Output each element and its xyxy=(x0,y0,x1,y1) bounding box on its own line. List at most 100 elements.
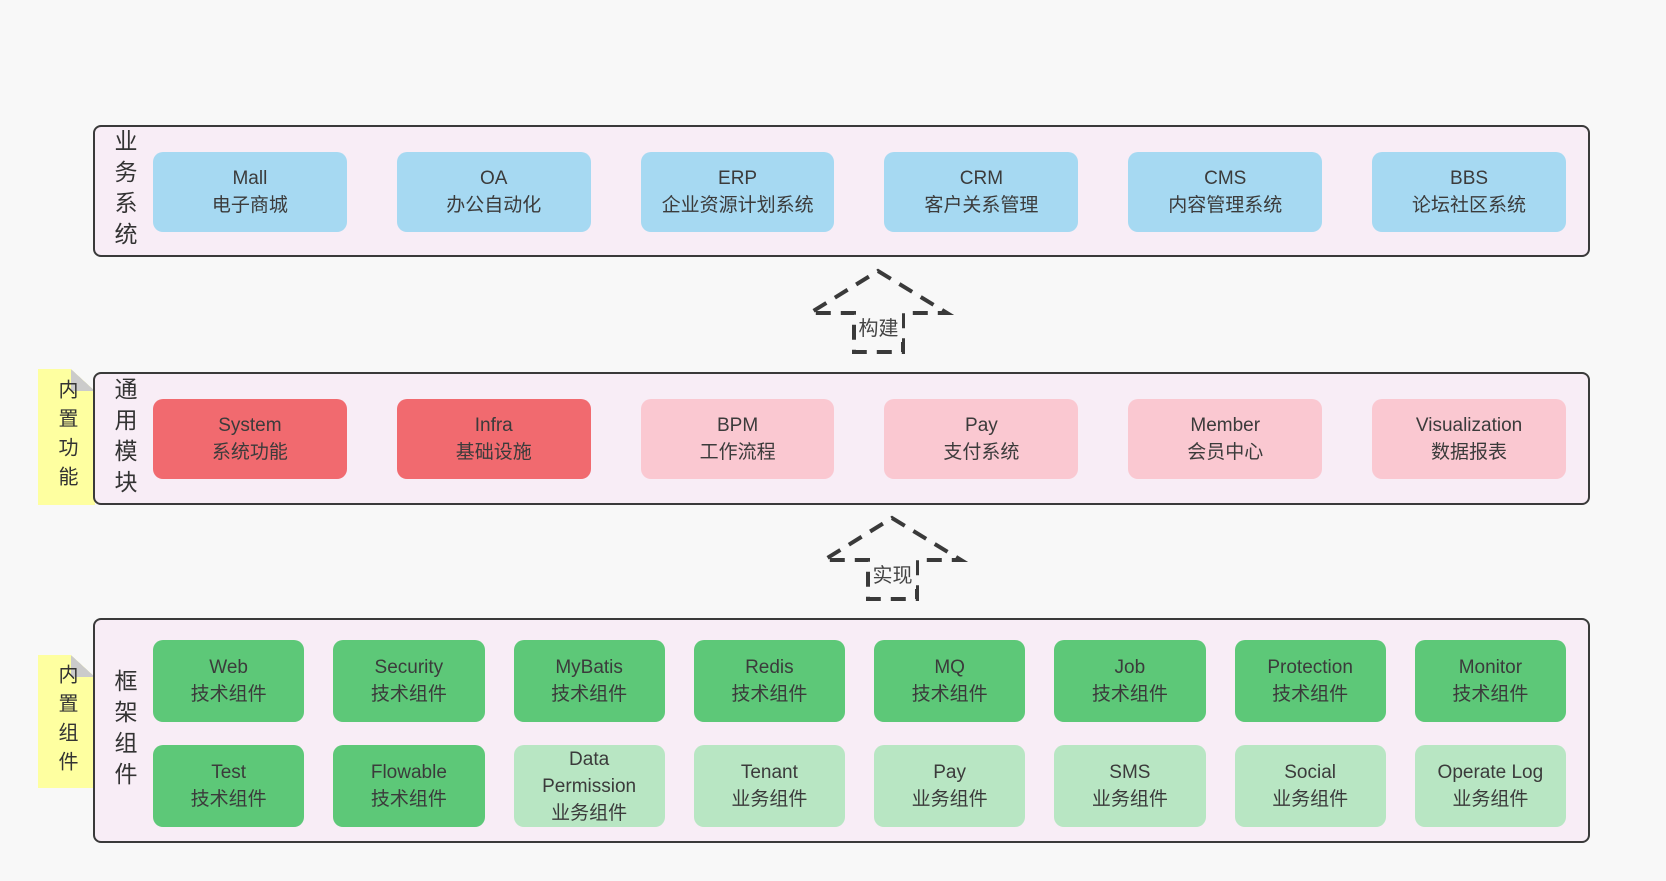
card-sms: SMS 业务组件 xyxy=(1054,745,1206,827)
card-name: Mall xyxy=(232,168,268,189)
panel-common-modules: 通用模块 System 系统功能 Infra 基础设施 BPM 工作流程 Pay… xyxy=(93,372,1590,505)
dashed-up-arrow-implement: 实现 xyxy=(816,514,969,602)
card-desc: 支付系统 xyxy=(943,442,1020,463)
card-mybatis: MyBatis 技术组件 xyxy=(513,640,665,722)
card-desc: 业务组件 xyxy=(731,789,808,810)
card-name: Member xyxy=(1190,415,1261,436)
components-card-row-1: Web 技术组件 Security 技术组件 MyBatis 技术组件 Redi… xyxy=(153,640,1566,722)
card-name: MQ xyxy=(934,657,965,678)
panel-framework-components: 框架组件 Web 技术组件 Security 技术组件 MyBatis 技术组件… xyxy=(93,618,1590,843)
card-cms: CMS 内容管理系统 xyxy=(1128,152,1323,232)
card-desc: 基础设施 xyxy=(455,442,532,463)
card-name: Visualization xyxy=(1415,415,1523,436)
sticky-note-builtin-features: 内置功能 xyxy=(38,369,95,505)
card-name: ERP xyxy=(718,168,758,189)
card-desc: 办公自动化 xyxy=(446,195,542,216)
panel-label-business-systems: 业务系统 xyxy=(111,129,137,253)
sticky-note-builtin-components: 内置组件 xyxy=(38,655,95,788)
card-name: Flowable xyxy=(370,762,447,783)
card-desc: 技术组件 xyxy=(190,789,267,810)
modules-card-row: System 系统功能 Infra 基础设施 BPM 工作流程 Pay 支付系统… xyxy=(153,399,1566,479)
card-name: BBS xyxy=(1450,168,1489,189)
card-desc: 工作流程 xyxy=(699,442,776,463)
card-name: Protection xyxy=(1267,657,1353,678)
card-oa: OA 办公自动化 xyxy=(396,152,591,232)
card-infra: Infra 基础设施 xyxy=(396,399,591,479)
card-desc: 业务组件 xyxy=(1272,789,1349,810)
card-member: Member 会员中心 xyxy=(1128,399,1323,479)
card-data-permission: Data Permission 业务组件 xyxy=(513,745,665,827)
card-desc: 技术组件 xyxy=(1091,684,1168,705)
panel-business-systems: 业务系统 Mall 电子商城 OA 办公自动化 ERP 企业资源计划系统 CRM… xyxy=(93,125,1590,257)
card-desc: 技术组件 xyxy=(1272,684,1349,705)
card-name: Data Permission xyxy=(542,748,637,797)
card-desc: 技术组件 xyxy=(551,684,628,705)
card-social: Social 业务组件 xyxy=(1234,745,1386,827)
card-desc: 技术组件 xyxy=(731,684,808,705)
panel-label-common-modules: 通用模块 xyxy=(111,376,137,501)
card-crm: CRM 客户关系管理 xyxy=(884,152,1079,232)
card-visualization: Visualization 数据报表 xyxy=(1372,399,1566,479)
card-desc: 业务组件 xyxy=(911,789,988,810)
card-name: Redis xyxy=(745,657,794,678)
card-name: SMS xyxy=(1109,762,1151,783)
card-name: Monitor xyxy=(1458,657,1523,678)
card-desc: 电子商城 xyxy=(211,195,288,216)
card-desc: 业务组件 xyxy=(551,802,628,824)
card-name: BPM xyxy=(716,415,759,436)
card-desc: 技术组件 xyxy=(1452,684,1529,705)
card-desc: 数据报表 xyxy=(1431,442,1508,463)
card-name: Operate Log xyxy=(1437,762,1544,783)
card-bpm: BPM 工作流程 xyxy=(640,399,835,479)
card-name: MyBatis xyxy=(555,657,623,678)
card-name: System xyxy=(218,415,282,436)
card-system: System 系统功能 xyxy=(153,399,347,479)
up-arrow-icon xyxy=(802,268,955,354)
panel-label-framework-components: 框架组件 xyxy=(111,668,137,793)
sticky-note-label: 内置功能 xyxy=(55,379,77,495)
up-arrow-icon xyxy=(816,515,969,601)
card-desc: 技术组件 xyxy=(911,684,988,705)
card-job: Job 技术组件 xyxy=(1054,640,1206,722)
card-bbs: BBS 论坛社区系统 xyxy=(1372,152,1566,232)
card-name: CMS xyxy=(1204,168,1247,189)
card-security: Security 技术组件 xyxy=(333,640,485,722)
card-name: Web xyxy=(209,657,248,678)
card-desc: 客户关系管理 xyxy=(924,195,1039,216)
card-desc: 业务组件 xyxy=(1091,789,1168,810)
card-erp: ERP 企业资源计划系统 xyxy=(640,152,835,232)
card-pay-component: Pay 业务组件 xyxy=(874,745,1026,827)
card-name: Pay xyxy=(933,762,966,783)
business-card-row: Mall 电子商城 OA 办公自动化 ERP 企业资源计划系统 CRM 客户关系… xyxy=(153,152,1566,232)
card-operate-log: Operate Log 业务组件 xyxy=(1414,745,1566,827)
card-desc: 系统功能 xyxy=(211,442,288,463)
card-flowable: Flowable 技术组件 xyxy=(333,745,485,827)
card-name: CRM xyxy=(959,168,1004,189)
card-name: Test xyxy=(211,762,247,783)
dashed-up-arrow-build: 构建 xyxy=(802,267,955,355)
card-desc: 技术组件 xyxy=(370,684,447,705)
card-desc: 内容管理系统 xyxy=(1168,195,1283,216)
card-desc: 技术组件 xyxy=(190,684,267,705)
card-name: OA xyxy=(480,168,508,189)
card-mq: MQ 技术组件 xyxy=(874,640,1026,722)
card-mall: Mall 电子商城 xyxy=(153,152,347,232)
card-name: Social xyxy=(1284,762,1336,783)
card-protection: Protection 技术组件 xyxy=(1234,640,1386,722)
card-desc: 业务组件 xyxy=(1452,789,1529,810)
card-name: Security xyxy=(374,657,444,678)
card-desc: 技术组件 xyxy=(370,789,447,810)
card-test: Test 技术组件 xyxy=(153,745,305,827)
card-name: Job xyxy=(1114,657,1146,678)
card-redis: Redis 技术组件 xyxy=(693,640,845,722)
card-tenant: Tenant 业务组件 xyxy=(693,745,845,827)
card-name: Pay xyxy=(965,415,998,436)
card-name: Infra xyxy=(474,415,513,436)
components-card-row-2: Test 技术组件 Flowable 技术组件 Data Permission … xyxy=(153,745,1566,827)
sticky-note-label: 内置组件 xyxy=(55,663,77,780)
arrow-implement-label: 实现 xyxy=(869,558,916,589)
card-monitor: Monitor 技术组件 xyxy=(1414,640,1566,722)
card-name: Tenant xyxy=(740,762,798,783)
card-web: Web 技术组件 xyxy=(153,640,305,722)
